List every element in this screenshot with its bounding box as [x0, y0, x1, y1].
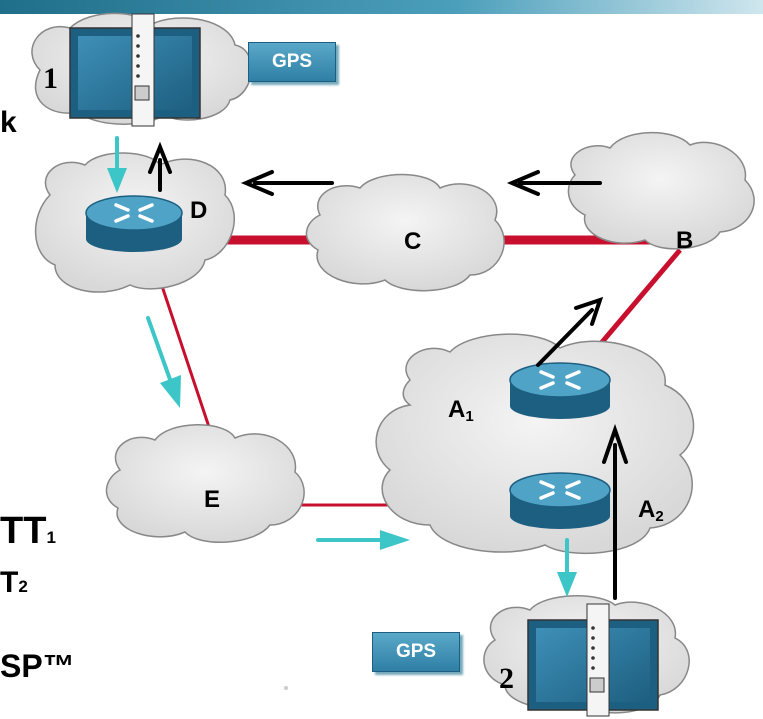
left-text-sp: SP™	[0, 648, 75, 684]
left-text-tt: TT1	[0, 510, 56, 552]
gps-badge-bottom: GPS	[372, 632, 460, 672]
arrow-icon	[107, 136, 577, 597]
node-label-e: E	[204, 486, 221, 513]
site-number-1: 1	[43, 62, 58, 95]
site-number-2: 2	[499, 662, 514, 695]
node-label-a1: A1	[448, 396, 474, 425]
node-label-b: B	[676, 227, 694, 254]
top-banner	[0, 0, 763, 14]
gps-receiver-icon	[69, 13, 201, 127]
left-text-t: T2	[0, 566, 28, 599]
node-label-c: C	[404, 228, 422, 255]
arrow-icon	[148, 141, 628, 600]
router-icon	[509, 362, 611, 419]
router-icon	[509, 472, 611, 529]
router-icon	[85, 195, 183, 252]
link-d-e	[153, 264, 212, 431]
node-label-a2: A2	[638, 496, 664, 525]
gps-badge-top: GPS	[248, 42, 336, 82]
gps-receiver-icon	[527, 603, 659, 717]
node-label-d: D	[190, 197, 208, 224]
left-text-k: k	[0, 106, 17, 139]
